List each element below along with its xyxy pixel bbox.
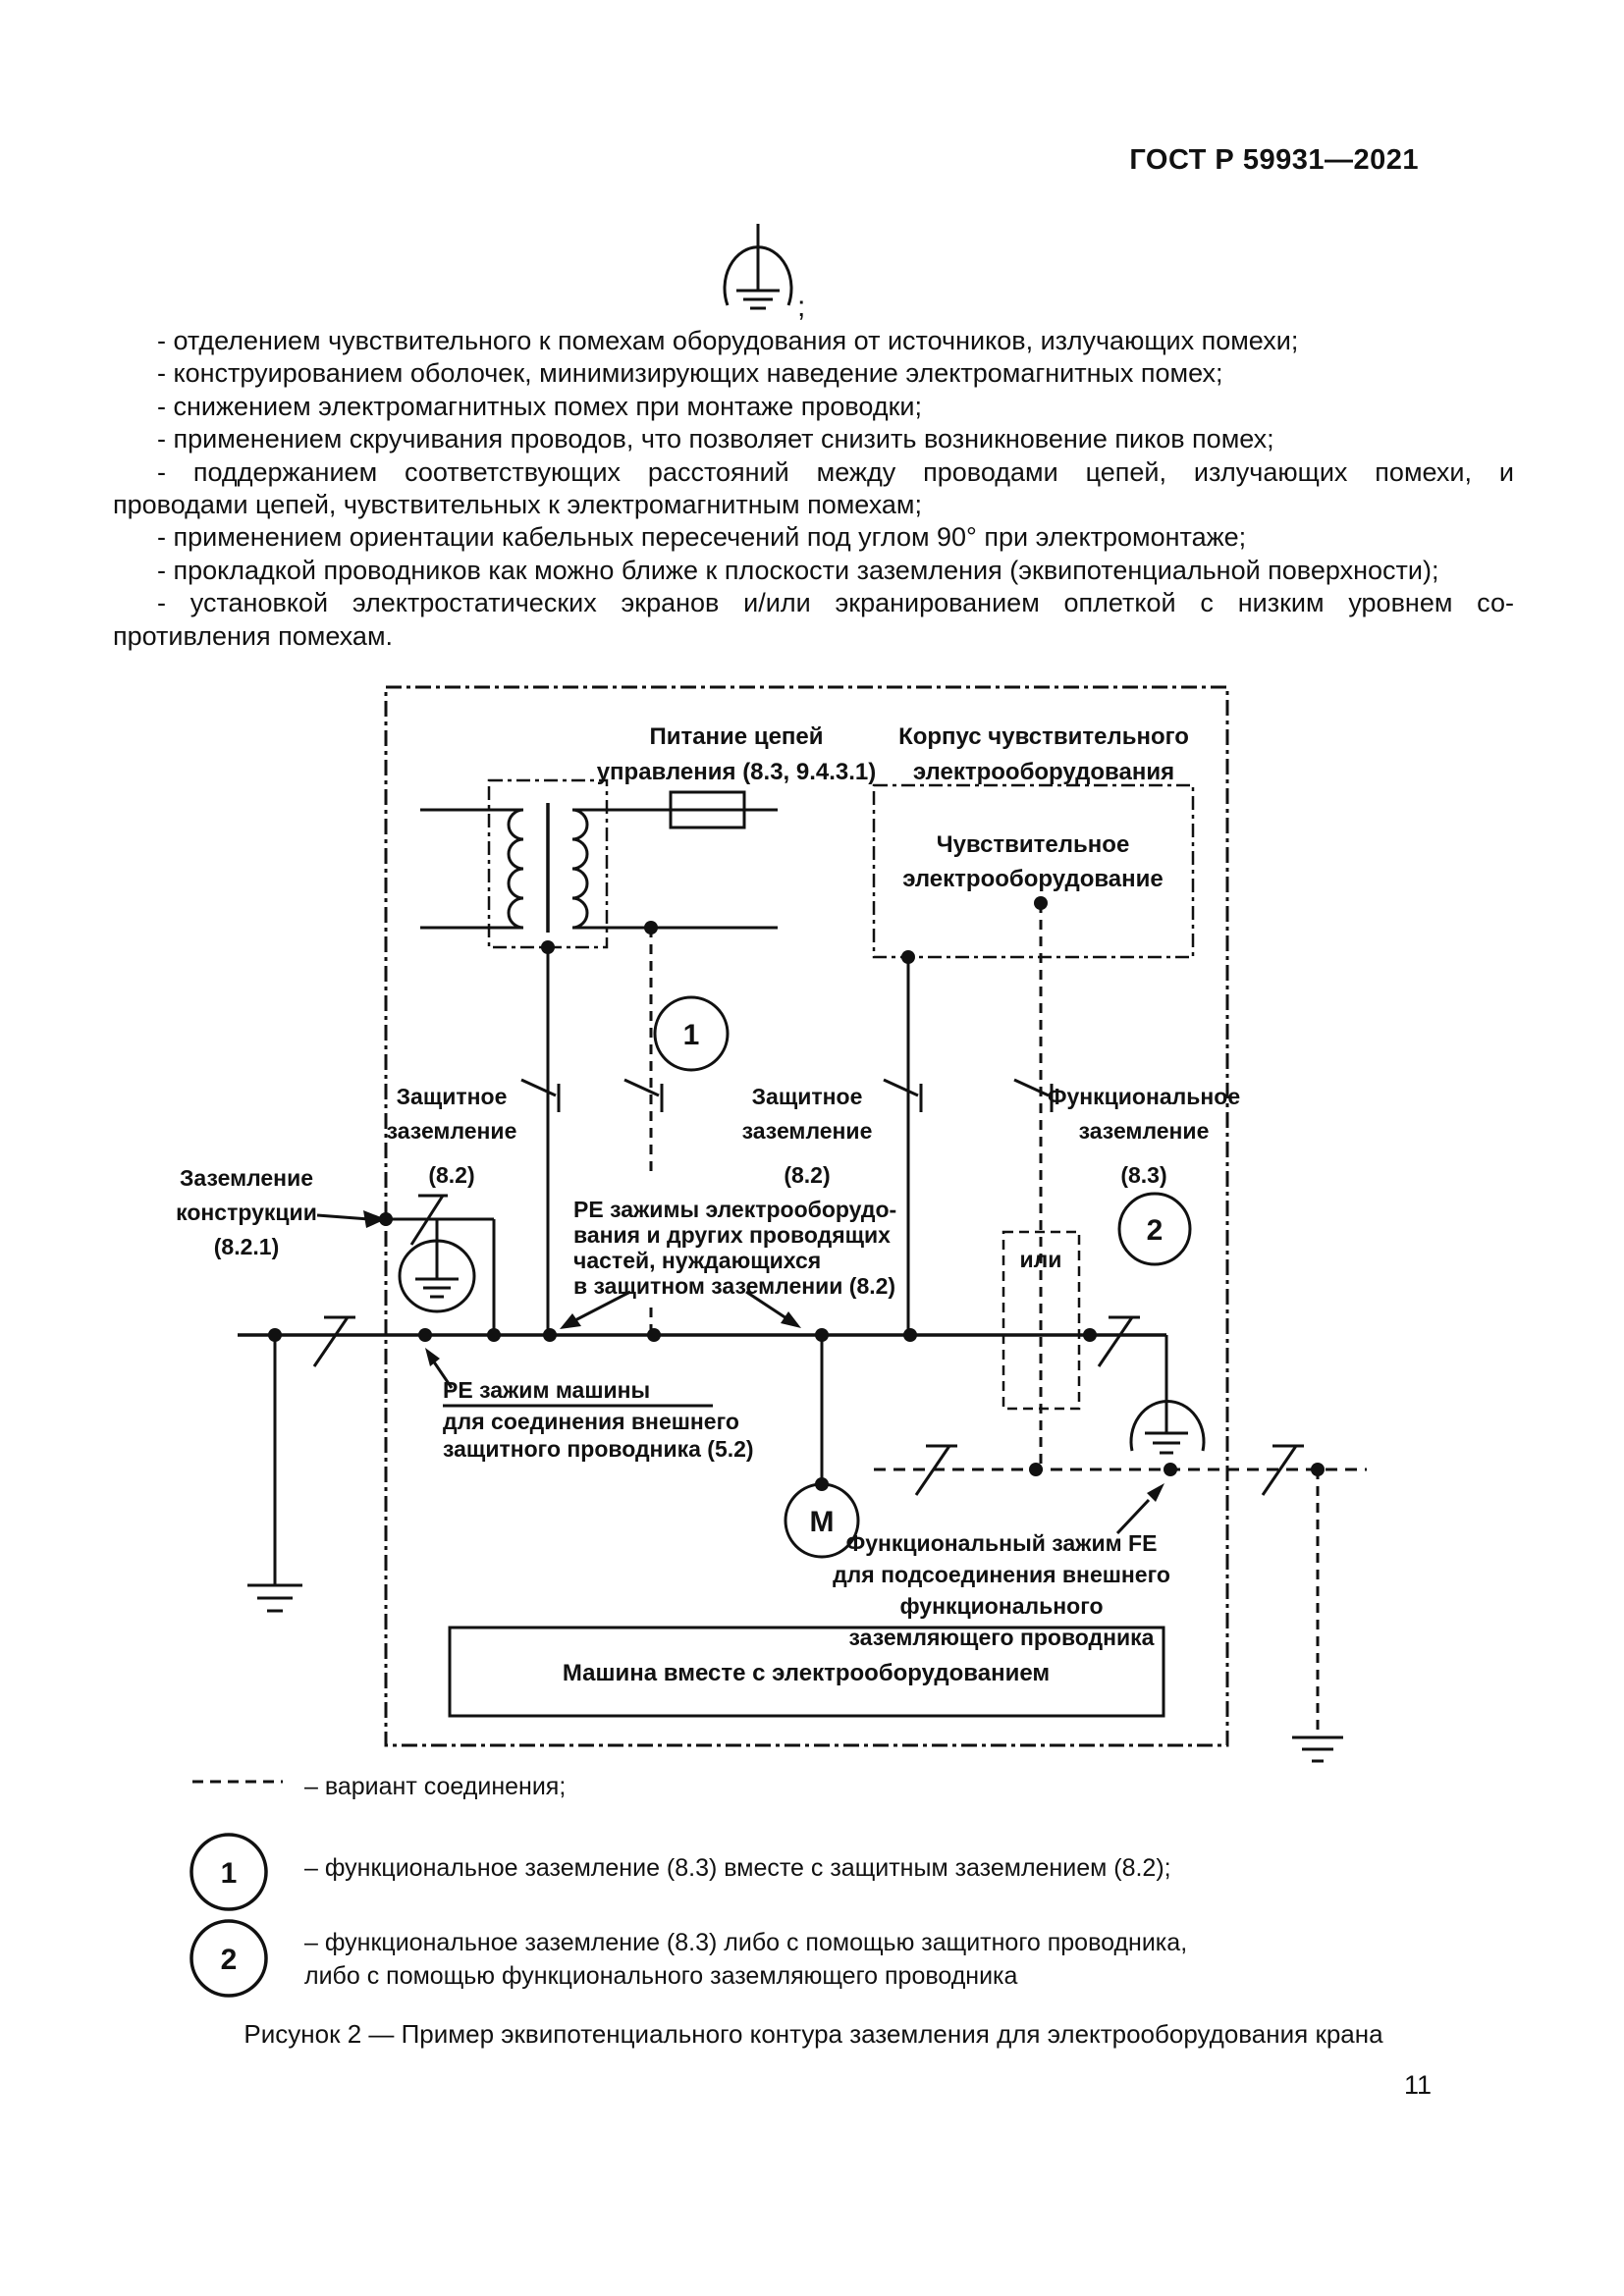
pe-machine-terminal-label: PE зажим машины — [443, 1377, 650, 1403]
intro-line: - применением скручивания проводов, что … — [157, 424, 1274, 454]
intro-line: - прокладкой проводников как можно ближе… — [157, 555, 1439, 585]
intro-line: - конструированием оболочек, минимизирую… — [157, 358, 1223, 389]
disconnect-marks-horizontal — [312, 1194, 1304, 1496]
intro-line: - установкой электростатических экранов … — [157, 588, 1514, 618]
page-number: 11 — [1403, 2070, 1432, 2100]
disconnect-marks-vertical — [520, 1078, 1054, 1112]
structure-earthing-label: Заземление — [180, 1165, 313, 1191]
control-transformer-icon — [420, 778, 778, 949]
fe-line — [874, 1468, 1367, 1763]
power-supply-label: управления (8.3, 9.4.3.1) — [597, 759, 877, 785]
annotation-arrows — [316, 1213, 1151, 1535]
arrowheads — [363, 1210, 1164, 1502]
intro-line: - отделением чувствительного к помехам о… — [157, 326, 1299, 355]
legend-circle-2 — [189, 1919, 268, 1998]
protective-earthing-label-1: заземление — [387, 1118, 517, 1144]
fuse-icon — [669, 790, 746, 829]
protective-earthing-label-2: (8.2) — [784, 1162, 830, 1188]
intro-line: - применением ориентации кабельных перес… — [157, 522, 1247, 553]
sensitive-equipment-label: Чувствительное — [937, 831, 1130, 858]
legend-item-2-line: – функциональное заземление (8.3) либо с… — [304, 1929, 1188, 1956]
fe-terminal-label: для подсоединения внешнего — [833, 1562, 1170, 1587]
enclosure-label: электрооборудования — [913, 759, 1174, 785]
enclosure-label: Корпус чувствительного — [898, 723, 1189, 750]
earthing-conductors — [546, 903, 1043, 1469]
structure-earthing-label: (8.2.1) — [214, 1234, 279, 1259]
legend-marker-2: 2 — [221, 1944, 238, 1976]
protective-earthing-label-2: заземление — [742, 1118, 873, 1144]
intro-line: - снижением электромагнитных помех при м… — [157, 391, 922, 421]
earth-in-circle-icon — [723, 224, 793, 310]
pe-terminals-label: частей, нуждающихся — [573, 1248, 821, 1273]
intro-line: противления помехам. — [113, 620, 394, 651]
structure-earthing-link — [386, 1217, 496, 1335]
functional-earthing-label: (8.3) — [1120, 1162, 1166, 1188]
pe-machine-terminal-label: защитного проводника (5.2) — [443, 1436, 754, 1462]
page-title: ГОСТ Р 59931—2021 — [1129, 144, 1419, 176]
pe-machine-terminal-label: для соединения внешнего — [443, 1409, 739, 1434]
pe-terminals-label: PE зажимы электрооборудо- — [573, 1197, 896, 1222]
legend-marker-1: 1 — [221, 1857, 238, 1890]
legend-item-2: – функциональное заземление (8.3) либо с… — [304, 1926, 1384, 1993]
intro-paragraph: - отделением чувствительного к помехам о… — [113, 325, 1514, 653]
pe-terminals-label: в защитном заземлении (8.2) — [573, 1273, 895, 1299]
legend-item-variant: – вариант соединения; — [304, 1773, 567, 1800]
fe-terminal-label: заземляющего проводника — [849, 1625, 1155, 1650]
functional-earthing-label: Функциональное — [1048, 1084, 1240, 1109]
sensitive-equipment-box — [872, 783, 1195, 959]
intro-line: проводами цепей, чувствительных к электр… — [113, 490, 923, 520]
motor-label: M — [810, 1506, 835, 1538]
functional-earthing-label: заземление — [1079, 1118, 1210, 1144]
fe-terminal-label: функционального — [899, 1593, 1103, 1619]
legend-item-1: – функциональное заземление (8.3) вместе… — [304, 1854, 1171, 1882]
intro-line: - поддержанием соответствующих расстояни… — [157, 456, 1514, 487]
protective-earthing-label-1: Защитное — [397, 1084, 508, 1109]
power-supply-label: Питание цепей — [649, 723, 823, 750]
note-circle-1-label: 1 — [683, 1019, 700, 1051]
protective-earthing-label-2: Защитное — [752, 1084, 863, 1109]
sensitive-equipment-label: электрооборудование — [902, 866, 1164, 892]
note-circle-1 — [653, 995, 730, 1072]
pe-bus — [238, 1333, 1168, 1585]
or-option-box — [1001, 1230, 1081, 1411]
structure-earthing-label: конструкции — [176, 1200, 317, 1225]
protective-earthing-label-1: (8.2) — [428, 1162, 474, 1188]
figure-caption: Рисунок 2 — Пример эквипотенциального ко… — [244, 2019, 1383, 2049]
machine-label-box — [448, 1626, 1165, 1718]
legend-circle-1 — [189, 1833, 268, 1911]
earth-in-circle-icon — [1129, 1400, 1206, 1455]
machine-label: Машина вместе с электрооборудованием — [563, 1660, 1050, 1686]
note-circle-2-label: 2 — [1147, 1214, 1164, 1247]
earth-electrode-icon — [247, 1583, 302, 1613]
pe-terminals-label: вания и других проводящих — [573, 1222, 891, 1248]
symbol-suffix: ; — [797, 291, 805, 323]
legend-item-2-line: либо с помощью функционального заземляющ… — [304, 1962, 1018, 1990]
junction-dots — [268, 896, 1325, 1491]
or-label: или — [1020, 1247, 1062, 1272]
note-circle-2 — [1117, 1192, 1192, 1266]
fe-terminal-label: Функциональный зажим FE — [846, 1530, 1158, 1556]
